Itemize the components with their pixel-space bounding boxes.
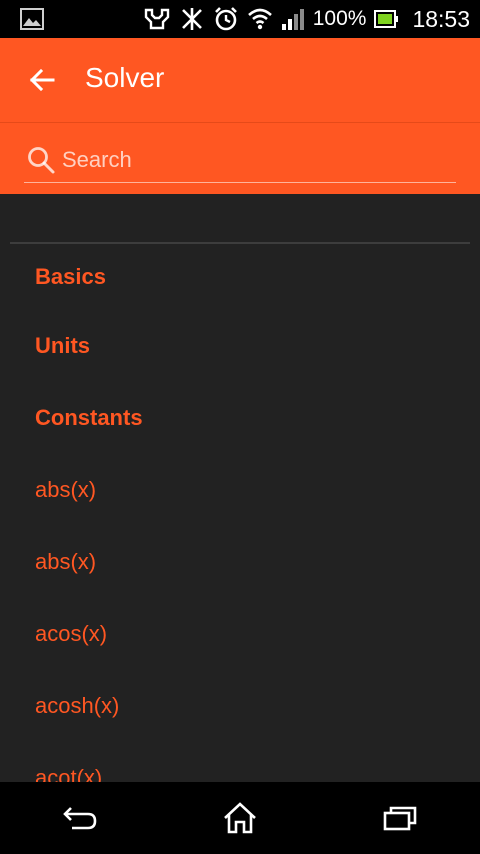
list-item-label: abs(x) — [35, 477, 97, 502]
list-item-label: acos(x) — [35, 621, 108, 646]
list-item[interactable]: abs(x) — [0, 526, 480, 598]
home-icon — [224, 802, 256, 834]
status-bar: 100% 18:53 — [0, 0, 480, 38]
list-item-label: Basics — [35, 264, 106, 289]
list-item-label: Constants — [35, 405, 143, 430]
list-item[interactable]: abs(x) — [0, 454, 480, 526]
list-item-label: Units — [35, 333, 90, 358]
list-item-constants[interactable]: Constants — [0, 382, 480, 454]
list-item-label: acosh(x) — [35, 693, 120, 718]
back-button[interactable] — [22, 60, 62, 100]
page-title: Solver — [85, 62, 165, 93]
nav-recents-button[interactable] — [360, 788, 440, 848]
battery-percent: 100% — [312, 7, 367, 30]
app-bar: Solver — [0, 38, 480, 122]
function-list[interactable]: Basics Units Constants abs(x) abs(x) aco… — [0, 244, 480, 782]
nav-home-button[interactable] — [200, 788, 280, 848]
nav-back-button[interactable] — [40, 788, 120, 848]
gallery-notification-icon — [20, 8, 44, 30]
search-field — [24, 139, 456, 183]
system-navigation-bar — [0, 782, 480, 854]
search-icon — [28, 147, 55, 174]
status-icons: 100% 18:53 — [143, 0, 470, 38]
search-input[interactable] — [62, 143, 442, 177]
battery-icon — [374, 10, 399, 28]
list-item-label: acot(x) — [35, 765, 103, 782]
status-clock: 18:53 — [412, 5, 470, 32]
nfc-icon — [181, 8, 202, 30]
search-bar — [0, 122, 480, 194]
alarm-icon — [214, 7, 237, 31]
list-item[interactable]: acot(x) — [0, 742, 480, 782]
list-divider — [10, 242, 470, 244]
list-item-units[interactable]: Units — [0, 310, 480, 382]
wifi-icon — [247, 8, 272, 30]
signal-icon — [281, 9, 304, 30]
recent-apps-icon — [383, 806, 417, 831]
usb-debug-icon — [144, 8, 169, 30]
arrow-back-icon — [29, 68, 55, 92]
nav-back-icon — [63, 807, 97, 830]
list-item-basics[interactable]: Basics — [0, 244, 480, 310]
list-item[interactable]: acosh(x) — [0, 670, 480, 742]
list-item[interactable]: acos(x) — [0, 598, 480, 670]
list-item-label: abs(x) — [35, 549, 97, 574]
